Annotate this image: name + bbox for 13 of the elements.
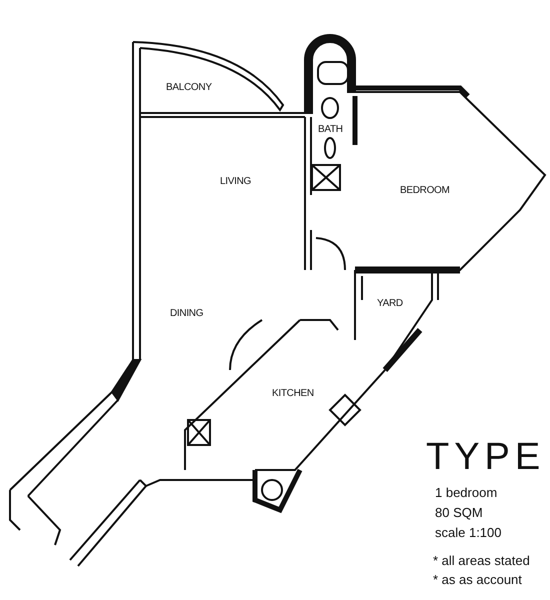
room-label: KITCHEN (272, 388, 314, 399)
room-label: BEDROOM (400, 185, 450, 196)
room-label: YARD (377, 298, 403, 309)
unit-detail: 80 SQM (435, 505, 483, 520)
room-label: BATH (318, 124, 343, 135)
footnote: * all areas stated (433, 553, 530, 568)
footnote: * as as account (433, 572, 522, 587)
room-label: BALCONY (166, 82, 212, 93)
unit-detail: 1 bedroom (435, 485, 498, 500)
unit-detail: scale 1:100 (435, 525, 502, 540)
room-label: DINING (170, 308, 204, 319)
plan-title: TYPE (426, 436, 546, 479)
room-label: LIVING (220, 176, 251, 187)
